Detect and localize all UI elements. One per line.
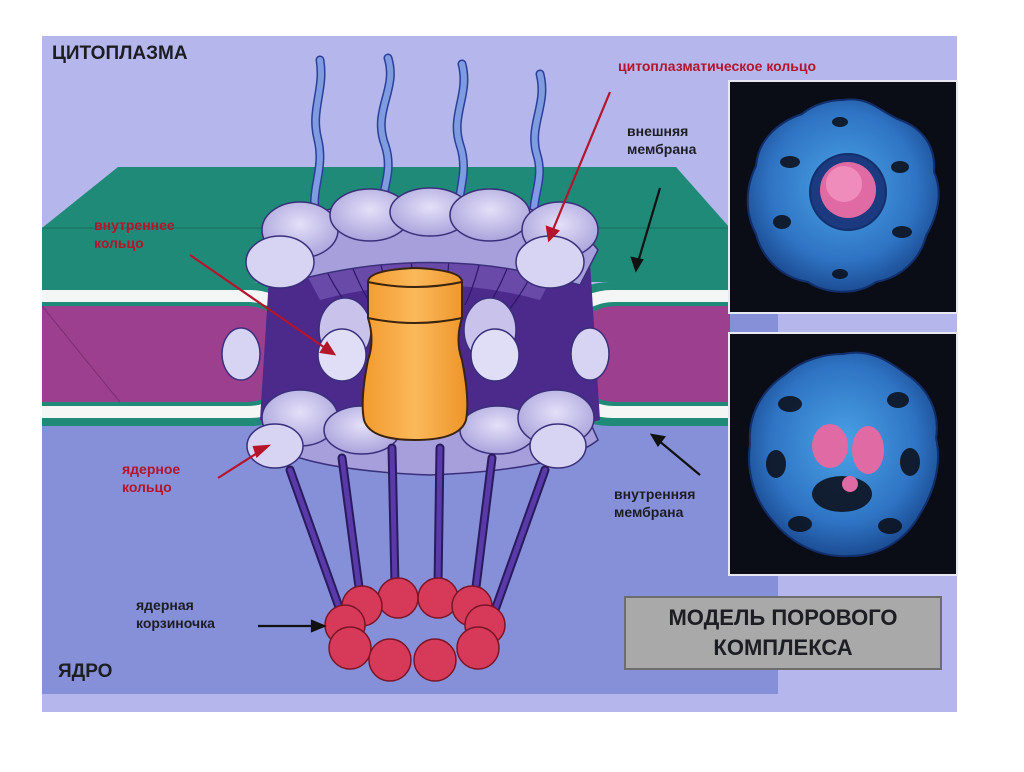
cytoplasm-label: ЦИТОПЛАЗМА [52, 43, 188, 64]
nucleus-label: ЯДРО [58, 661, 113, 682]
cytoplasmic-ring-label: цитоплазматическое кольцо [618, 58, 817, 74]
inner-ring-label: внутреннее кольцо [94, 217, 175, 252]
title: МОДЕЛЬ ПОРОВОГО КОМПЛЕКСА [668, 603, 897, 662]
nuclear-ring-label: ядерное кольцо [122, 461, 181, 496]
arrows [189, 91, 701, 633]
inner-ring [317, 297, 520, 382]
title-line-2: КОМПЛЕКСА [713, 635, 853, 660]
inner-membrane-label: внутренняя мембрана [614, 486, 696, 521]
cytoplasmic-ring [245, 187, 599, 289]
outer-membrane-label: внешняя мембрана [627, 123, 697, 158]
bottom-strip [42, 694, 778, 712]
basket-filaments-highlight [287, 445, 548, 613]
nuclear-ring-photo [728, 332, 958, 576]
title-box: МОДЕЛЬ ПОРОВОГО КОМПЛЕКСА [624, 596, 942, 670]
right-membrane-spoke [570, 327, 610, 381]
title-line-1: МОДЕЛЬ ПОРОВОГО [668, 605, 898, 631]
nuclear-basket-ring [324, 577, 506, 682]
left-membrane-spoke [221, 327, 261, 381]
nuclear-basket-label: ядерная корзиночка [136, 597, 215, 632]
central-transporter [361, 266, 469, 442]
left-envelope [41, 282, 322, 426]
cytoplasmic-ring-photo [728, 80, 958, 314]
